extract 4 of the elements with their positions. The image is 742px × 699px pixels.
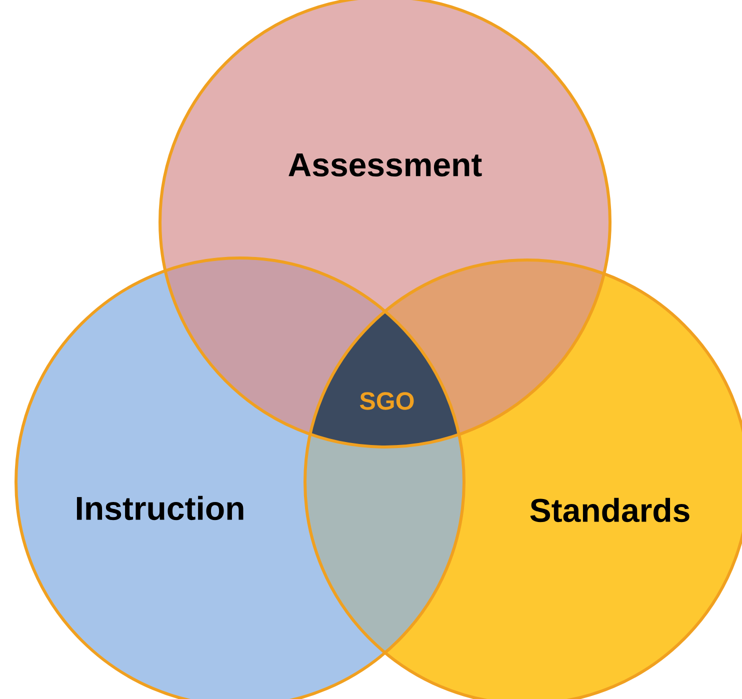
circle-label: Assessment [288, 153, 482, 176]
center-label: SGO [360, 392, 414, 410]
circle-label: Standards [530, 498, 690, 522]
circle-label: Instruction [76, 496, 244, 520]
